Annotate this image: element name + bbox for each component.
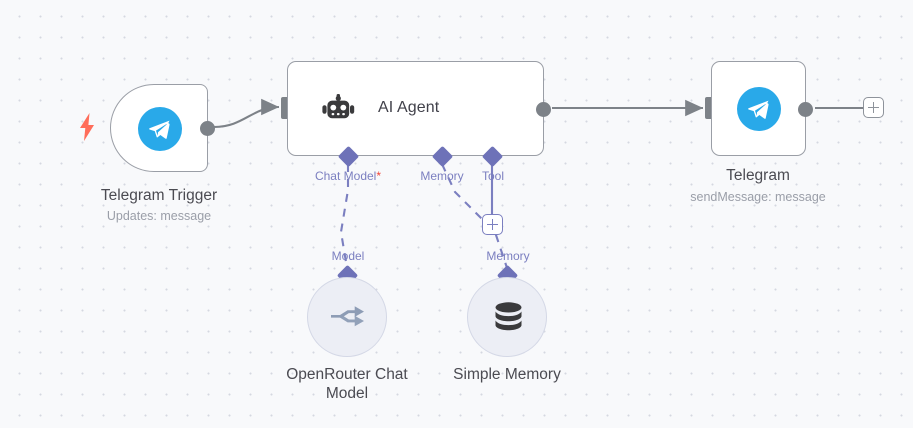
openrouter-icon (331, 305, 365, 331)
node-openrouter-chat-model[interactable] (307, 277, 387, 357)
node-telegram[interactable] (711, 61, 813, 156)
add-tool-button[interactable] (482, 214, 503, 235)
node-subtitle-telegram: sendMessage: message (690, 190, 826, 204)
ai-agent-input-endpoint[interactable] (281, 97, 290, 119)
node-title-telegram-trigger: Telegram Trigger (100, 187, 218, 204)
robot-icon (322, 94, 355, 124)
telegram-icon (138, 107, 182, 151)
node-title-telegram: Telegram (726, 167, 790, 184)
telegram-icon (737, 87, 781, 131)
node-title-ai-agent: AI Agent (378, 99, 440, 116)
ai-agent-output-endpoint[interactable] (536, 102, 551, 117)
port-label-tool: Tool (481, 169, 504, 183)
node-simple-memory[interactable] (467, 277, 547, 357)
port-label-chat-model: Chat Model* (288, 169, 408, 183)
telegram-input-endpoint[interactable] (705, 97, 714, 119)
node-title-simple-memory: Simple Memory (453, 366, 561, 383)
database-icon (495, 302, 522, 334)
node-ai-agent[interactable]: AI Agent (287, 61, 551, 156)
trigger-output-endpoint[interactable] (200, 121, 215, 136)
lightning-bolt-icon (78, 113, 96, 141)
port-label-model: Model (331, 249, 365, 263)
node-telegram-trigger[interactable] (110, 84, 215, 172)
node-subtitle-telegram-trigger: Updates: message (106, 209, 212, 223)
add-next-node-button[interactable] (863, 97, 884, 118)
port-label-memory: Memory (420, 169, 464, 183)
node-title-openrouter-chat-model: OpenRouter Chat Model (286, 366, 408, 402)
port-label-memory-sub: Memory (486, 249, 530, 263)
telegram-output-endpoint[interactable] (798, 102, 813, 117)
edge-trigger-to-agent (213, 98, 280, 129)
port-label-chat-model-text: Chat Model (314, 169, 377, 183)
required-marker: * (376, 169, 382, 183)
